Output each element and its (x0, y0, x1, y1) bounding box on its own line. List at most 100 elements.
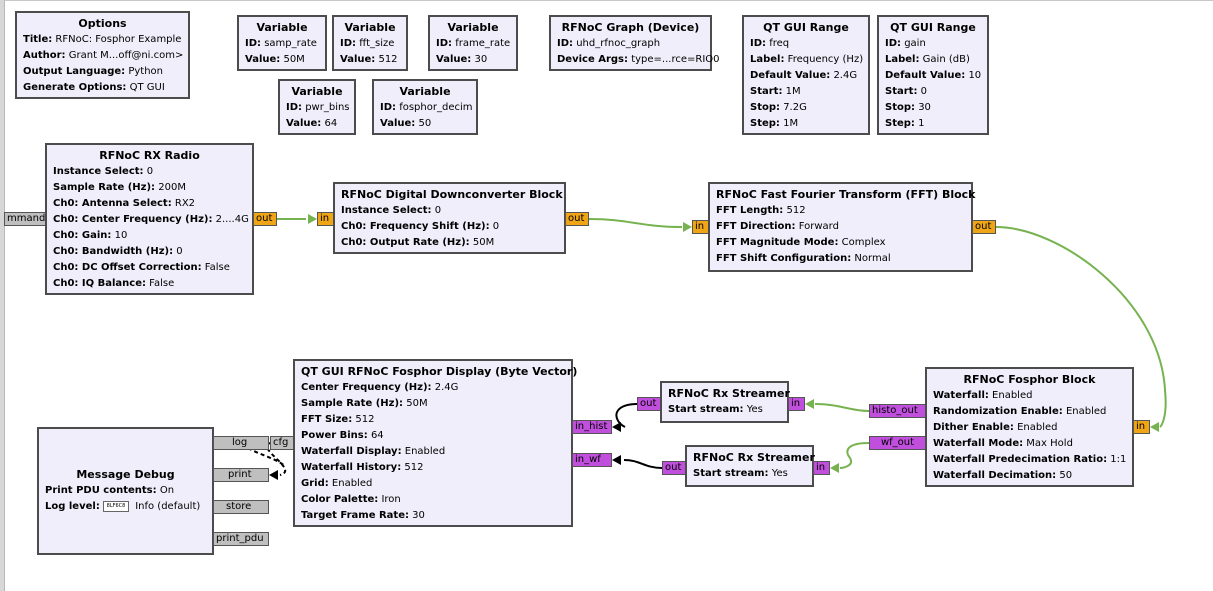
param-row: Waterfall Predecimation Ratio: 1:1 (933, 454, 1127, 465)
log-level-icon: 8LF6C8 (103, 500, 130, 512)
param-row: Grid: Enabled (301, 478, 373, 489)
block-title: RFNoC Fosphor Block (963, 373, 1096, 386)
rfnoc-fosphor-block[interactable]: RFNoC Fosphor Block Waterfall: Enabled R… (925, 367, 1134, 487)
block-title: Variable (447, 21, 499, 34)
param-row: Center Frequency (Hz): 2.4G (301, 382, 459, 393)
block-title: RFNoC Digital Downconverter Block (341, 188, 563, 201)
rfnoc-rx-radio-block[interactable]: RFNoC RX Radio Instance Select: 0 Sample… (45, 143, 254, 295)
streamer1-out-port[interactable]: out (637, 397, 661, 411)
wire-histo-to-streamer1[interactable] (814, 403, 870, 412)
param-row: Waterfall: Enabled (933, 390, 1033, 401)
fosphor-display-in-hist-port[interactable]: in_hist (572, 420, 612, 434)
variable-block-pwr-bins[interactable]: Variable ID: pwr_bins Value: 64 (278, 79, 356, 135)
rx-radio-command-port[interactable]: mmand (4, 212, 46, 226)
param-row: Ch0: DC Offset Correction: False (53, 262, 230, 273)
canvas-left-border (0, 0, 5, 591)
fosphor-wf-out-port[interactable]: wf_out (869, 436, 926, 450)
param-row: Waterfall History: 512 (301, 462, 424, 473)
qt-gui-range-freq-block[interactable]: QT GUI Range ID: freq Label: Frequency (… (742, 15, 870, 135)
variable-id-row: ID: frame_rate (436, 38, 511, 49)
message-debug-block[interactable]: Message Debug Print PDU contents: On Log… (37, 427, 214, 555)
variable-block-frame-rate[interactable]: Variable ID: frame_rate Value: 30 (428, 15, 518, 71)
range-stop-row: Stop: 7.2G (750, 102, 807, 113)
fft-in-port[interactable]: in (692, 220, 709, 234)
variable-block-samp-rate[interactable]: Variable ID: samp_rate Value: 50M (237, 15, 327, 71)
range-step-row: Step: 1 (885, 118, 925, 129)
block-title: Options (78, 17, 127, 30)
qt-gui-range-gain-block[interactable]: QT GUI Range ID: gain Label: Gain (dB) D… (877, 15, 989, 135)
ddc-in-port[interactable]: in (317, 212, 334, 226)
param-row: FFT Shift Configuration: Normal (716, 253, 891, 264)
rx-radio-out-port[interactable]: out (253, 212, 277, 226)
variable-value-row: Value: 50 (380, 118, 432, 129)
param-row: Color Palette: Iron (301, 494, 401, 505)
wire-log-to-cfg[interactable] (247, 447, 286, 467)
param-row: Instance Select: 0 (341, 205, 442, 216)
param-row: Instance Select: 0 (53, 166, 154, 177)
ddc-out-port[interactable]: out (565, 212, 589, 226)
param-row: FFT Size: 512 (301, 414, 375, 425)
fft-out-port[interactable]: out (972, 220, 996, 234)
block-title: Message Debug (76, 468, 175, 481)
wire-fft-to-fosphor-arrow (1150, 422, 1159, 432)
range-start-row: Start: 0 (885, 86, 927, 97)
param-row: Sample Rate (Hz): 50M (301, 398, 428, 409)
options-block[interactable]: Options Title: RFNoC: Fosphor Example Au… (15, 11, 190, 99)
fosphor-in-port[interactable]: in (1133, 420, 1150, 434)
message-debug-print-port[interactable]: print (213, 468, 269, 482)
range-label-row: Label: Gain (dB) (885, 54, 970, 65)
block-title: Variable (399, 85, 451, 98)
fosphor-display-cfg-port[interactable]: cfg (270, 436, 294, 450)
param-row: Ch0: IQ Balance: False (53, 278, 175, 289)
rfnoc-rx-streamer-hist[interactable]: RFNoC Rx Streamer Start stream: Yes (660, 381, 790, 423)
variable-block-fft-size[interactable]: Variable ID: fft_size Value: 512 (332, 15, 408, 71)
block-title: QT GUI RFNoC Fosphor Display (Byte Vecto… (301, 365, 578, 378)
range-label-row: Label: Frequency (Hz) (750, 54, 864, 65)
block-title: RFNoC Rx Streamer (668, 387, 790, 400)
param-row: Ch0: Bandwidth (Hz): 0 (53, 246, 183, 257)
param-row: Ch0: Frequency Shift (Hz): 0 (341, 221, 500, 232)
wire-ddc-to-fft[interactable] (588, 218, 683, 228)
range-start-row: Start: 1M (750, 86, 801, 97)
range-id-row: ID: freq (750, 38, 790, 49)
qt-gui-fosphor-display-block[interactable]: QT GUI RFNoC Fosphor Display (Byte Vecto… (293, 359, 578, 527)
param-row: Waterfall Decimation: 50 (933, 470, 1073, 481)
wire-streamer2-to-display[interactable] (623, 459, 663, 469)
wire-streamer2-to-display-arrow (612, 455, 621, 465)
streamer1-in-port[interactable]: in (788, 397, 805, 411)
message-debug-store-port[interactable]: store (213, 500, 269, 514)
param-row: Print PDU contents: On (45, 485, 175, 496)
param-row: FFT Magnitude Mode: Complex (716, 237, 886, 248)
param-row: Sample Rate (Hz): 200M (53, 182, 186, 193)
rfnoc-graph-block[interactable]: RFNoC Graph (Device) ID: uhd_rfnoc_graph… (549, 15, 720, 71)
wire-cfg-to-print-arrow (269, 470, 278, 480)
fosphor-display-in-wf-port[interactable]: in_wf (572, 453, 612, 467)
wire-ddc-to-fft-arrow (683, 222, 692, 232)
wire-wf-to-streamer2[interactable] (839, 442, 870, 469)
wire-streamer1-to-display-arrow (612, 422, 621, 432)
options-language-row: Output Language: Python (23, 66, 163, 77)
rfnoc-ddc-block[interactable]: RFNoC Digital Downconverter Block Instan… (333, 182, 566, 254)
variable-id-row: ID: pwr_bins (286, 102, 350, 113)
range-step-row: Step: 1M (750, 118, 799, 129)
wire-fft-to-fosphor[interactable] (995, 226, 1167, 428)
variable-id-row: ID: fosphor_decim (380, 102, 473, 113)
wire-streamer1-to-display[interactable] (615, 403, 638, 428)
variable-block-fosphor-decim[interactable]: Variable ID: fosphor_decim Value: 50 (372, 79, 478, 135)
rfnoc-rx-streamer-wf[interactable]: RFNoC Rx Streamer Start stream: Yes (685, 445, 815, 487)
param-row: Ch0: Output Rate (Hz): 50M (341, 237, 495, 248)
message-debug-print-pdu-port[interactable]: print_pdu (213, 532, 269, 546)
block-title: RFNoC Rx Streamer (693, 451, 815, 464)
graph-id-row: ID: uhd_rfnoc_graph (557, 38, 661, 49)
block-title: Variable (344, 21, 396, 34)
streamer2-out-port[interactable]: out (662, 461, 686, 475)
options-author-row: Author: Grant M...off@ni.com> (23, 50, 184, 61)
param-row: Ch0: Antenna Select: RX2 (53, 198, 196, 209)
fosphor-histo-out-port[interactable]: histo_out (869, 404, 926, 418)
message-debug-log-port[interactable]: log (213, 436, 269, 450)
block-title: Variable (256, 21, 308, 34)
streamer2-in-port[interactable]: in (813, 461, 830, 475)
param-row: Log level: 8LF6C8 Info (default) (45, 500, 201, 512)
rfnoc-fft-block[interactable]: RFNoC Fast Fourier Transform (FFT) Block… (708, 182, 976, 272)
